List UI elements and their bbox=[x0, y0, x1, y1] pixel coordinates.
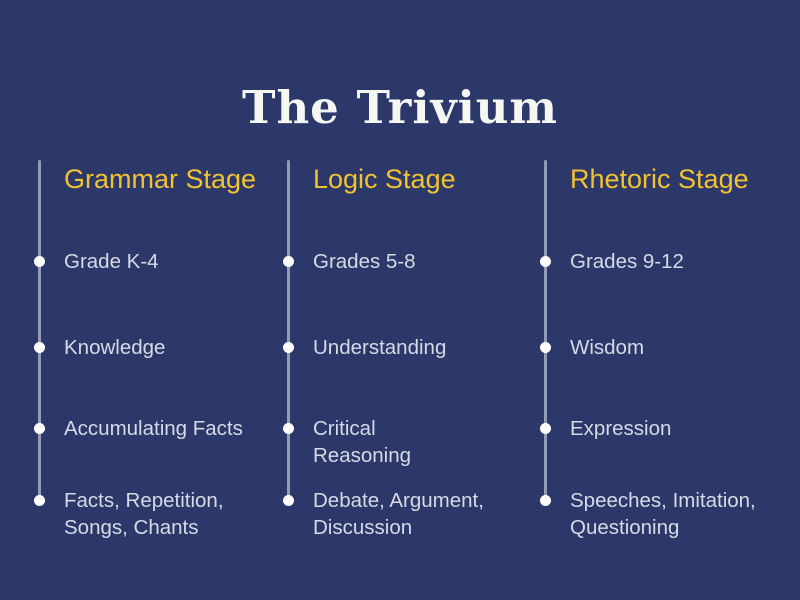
timeline-line bbox=[544, 160, 547, 505]
bullet-dot-icon bbox=[34, 256, 45, 267]
stage-heading: Grammar Stage bbox=[64, 164, 257, 194]
bullet-dot-icon bbox=[540, 256, 551, 267]
stage-column-logic: Logic Stage Grades 5-8 Understanding Cri… bbox=[283, 0, 537, 600]
bullet-dot-icon bbox=[283, 256, 294, 267]
bullet-dot-icon bbox=[283, 342, 294, 353]
stage-item-label: Speeches, Imitation, Questioning bbox=[570, 489, 756, 539]
timeline-line bbox=[38, 160, 41, 505]
stage-item-label: Debate, Argument, Discussion bbox=[313, 489, 484, 539]
stage-item-label: Grades 5-8 bbox=[313, 250, 416, 273]
bullet-dot-icon bbox=[283, 495, 294, 506]
stage-item-label: Grade K-4 bbox=[64, 250, 159, 273]
stage-item-label: Facts, Repetition, Songs, Chants bbox=[64, 489, 224, 539]
bullet-dot-icon bbox=[540, 342, 551, 353]
bullet-dot-icon bbox=[540, 423, 551, 434]
stage-column-grammar: Grammar Stage Grade K-4 Knowledge Accumu… bbox=[34, 0, 288, 600]
timeline-line bbox=[287, 160, 290, 505]
stage-item-label: Critical Reasoning bbox=[313, 417, 412, 467]
stage-item-label: Understanding bbox=[313, 336, 447, 359]
stage-item-label: Expression bbox=[570, 417, 672, 440]
bullet-dot-icon bbox=[540, 495, 551, 506]
page-title: The Trivium bbox=[241, 81, 559, 135]
bullet-dot-icon bbox=[34, 495, 45, 506]
stage-heading: Rhetoric Stage bbox=[570, 164, 749, 194]
bullet-dot-icon bbox=[34, 342, 45, 353]
stage-item-label: Knowledge bbox=[64, 336, 166, 359]
stage-item-label: Wisdom bbox=[570, 336, 645, 359]
bullet-dot-icon bbox=[283, 423, 294, 434]
stage-item-label: Accumulating Facts bbox=[64, 417, 243, 440]
stage-heading: Logic Stage bbox=[313, 164, 456, 194]
stage-item-label: Grades 9-12 bbox=[570, 250, 684, 273]
bullet-dot-icon bbox=[34, 423, 45, 434]
stage-column-rhetoric: Rhetoric Stage Grades 9-12 Wisdom Expres… bbox=[540, 0, 794, 600]
